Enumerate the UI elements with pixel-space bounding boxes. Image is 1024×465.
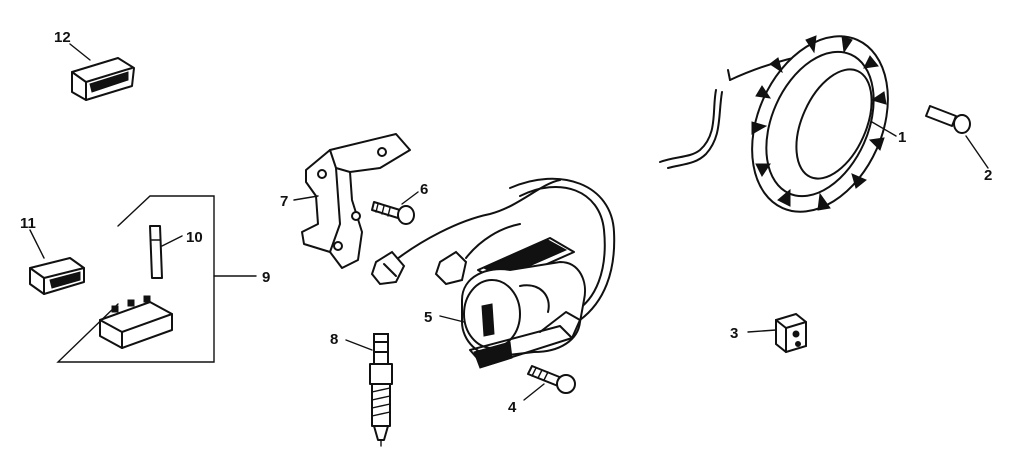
callout-12: 12 bbox=[54, 29, 71, 46]
callout-1: 1 bbox=[898, 129, 906, 146]
leader-10 bbox=[161, 235, 183, 247]
callout-9: 9 bbox=[262, 269, 270, 286]
leader-1 bbox=[871, 121, 897, 137]
part-8-spark-plug bbox=[369, 333, 393, 447]
callout-5: 5 bbox=[424, 309, 432, 326]
leader-12 bbox=[69, 43, 91, 61]
leader-5 bbox=[439, 315, 465, 323]
callout-3: 3 bbox=[730, 325, 738, 342]
leader-11 bbox=[29, 229, 45, 259]
part-3-nut bbox=[775, 312, 807, 354]
callout-11: 11 bbox=[20, 215, 36, 232]
part-9-assembly-outline bbox=[56, 195, 215, 363]
callout-4: 4 bbox=[508, 399, 517, 416]
part-1-flywheel bbox=[659, 35, 889, 213]
leader-7 bbox=[293, 195, 319, 201]
callout-7: 7 bbox=[280, 193, 288, 210]
callout-10: 10 bbox=[186, 229, 203, 246]
part-4-bolt bbox=[527, 365, 576, 394]
leader-6 bbox=[401, 191, 419, 205]
part-10-rod bbox=[149, 225, 163, 279]
part-2-pin bbox=[925, 105, 971, 134]
callout-2: 2 bbox=[984, 167, 992, 184]
leader-8 bbox=[345, 339, 373, 351]
leader-2 bbox=[965, 135, 989, 169]
leader-3 bbox=[747, 329, 777, 333]
callout-8: 8 bbox=[330, 331, 338, 348]
leader-4 bbox=[523, 383, 545, 401]
callout-6: 6 bbox=[420, 181, 428, 198]
part-6-screw bbox=[371, 201, 415, 225]
part-7-bracket bbox=[301, 133, 411, 269]
part-12-connector bbox=[71, 57, 135, 101]
part-9-module bbox=[99, 295, 173, 349]
part-5-ignition-coil bbox=[370, 177, 616, 369]
part-11-block bbox=[29, 257, 85, 295]
